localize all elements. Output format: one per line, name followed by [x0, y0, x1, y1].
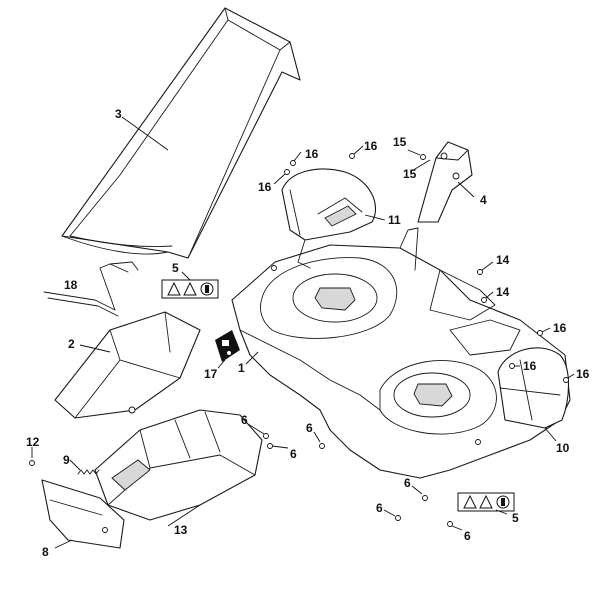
callout-14-b: 14 [496, 285, 510, 299]
callout-4: 4 [480, 193, 487, 207]
part-2-collector-bag [54, 311, 201, 419]
warning-triangle-icon [463, 494, 477, 509]
part-8-bracket-plate [41, 479, 125, 549]
part-17-decal [215, 330, 240, 362]
callout-1: 1 [238, 361, 245, 375]
callout-17: 17 [204, 367, 218, 381]
callout-16-b: 16 [258, 180, 272, 194]
callout-8: 8 [42, 545, 49, 559]
part-11-hood [281, 168, 377, 269]
leader-lines [31, 116, 575, 549]
warning-label-set-lower [457, 492, 515, 512]
callout-6-e: 6 [376, 501, 383, 515]
callout-6-d: 6 [404, 476, 411, 490]
part-1-mower-deck [231, 227, 571, 479]
callout-3: 3 [115, 107, 122, 121]
callout-2: 2 [68, 337, 75, 351]
warning-label-set-upper [161, 279, 219, 299]
callout-12: 12 [26, 435, 40, 449]
warning-triangle-icon [183, 281, 197, 296]
callout-10: 10 [556, 441, 570, 455]
warning-triangle-icon [167, 281, 181, 296]
callout-labels: 3 18 2 5 17 1 11 4 15 15 16 16 16 14 14 … [26, 107, 590, 559]
callout-16-d: 16 [553, 321, 567, 335]
callout-5-lower: 5 [512, 511, 519, 525]
callout-15-upper: 15 [393, 135, 407, 149]
callout-6-c: 6 [306, 421, 313, 435]
callout-16-f: 16 [576, 367, 590, 381]
callout-18: 18 [64, 278, 78, 292]
part-4-deflector [417, 141, 473, 223]
callout-6-a: 6 [241, 413, 248, 427]
callout-14-a: 14 [496, 253, 510, 267]
part-13-bottom-tray [94, 409, 263, 521]
part-18-wire-bracket [43, 261, 139, 317]
part-10-rear-hood [497, 347, 569, 429]
callout-9: 9 [63, 453, 70, 467]
part-3-chute [61, 7, 301, 259]
callout-5-upper: 5 [172, 261, 179, 275]
callout-16-a: 16 [305, 147, 319, 161]
callout-16-c: 16 [364, 139, 378, 153]
callout-6-f: 6 [464, 529, 471, 543]
warning-triangle-icon [479, 494, 493, 509]
part-9-spring [77, 469, 100, 475]
callout-16-e: 16 [523, 359, 537, 373]
callout-13: 13 [174, 523, 188, 537]
callout-6-b: 6 [290, 447, 297, 461]
callout-15-lower: 15 [403, 167, 417, 181]
callout-11: 11 [388, 213, 401, 227]
fasteners [29, 153, 569, 527]
